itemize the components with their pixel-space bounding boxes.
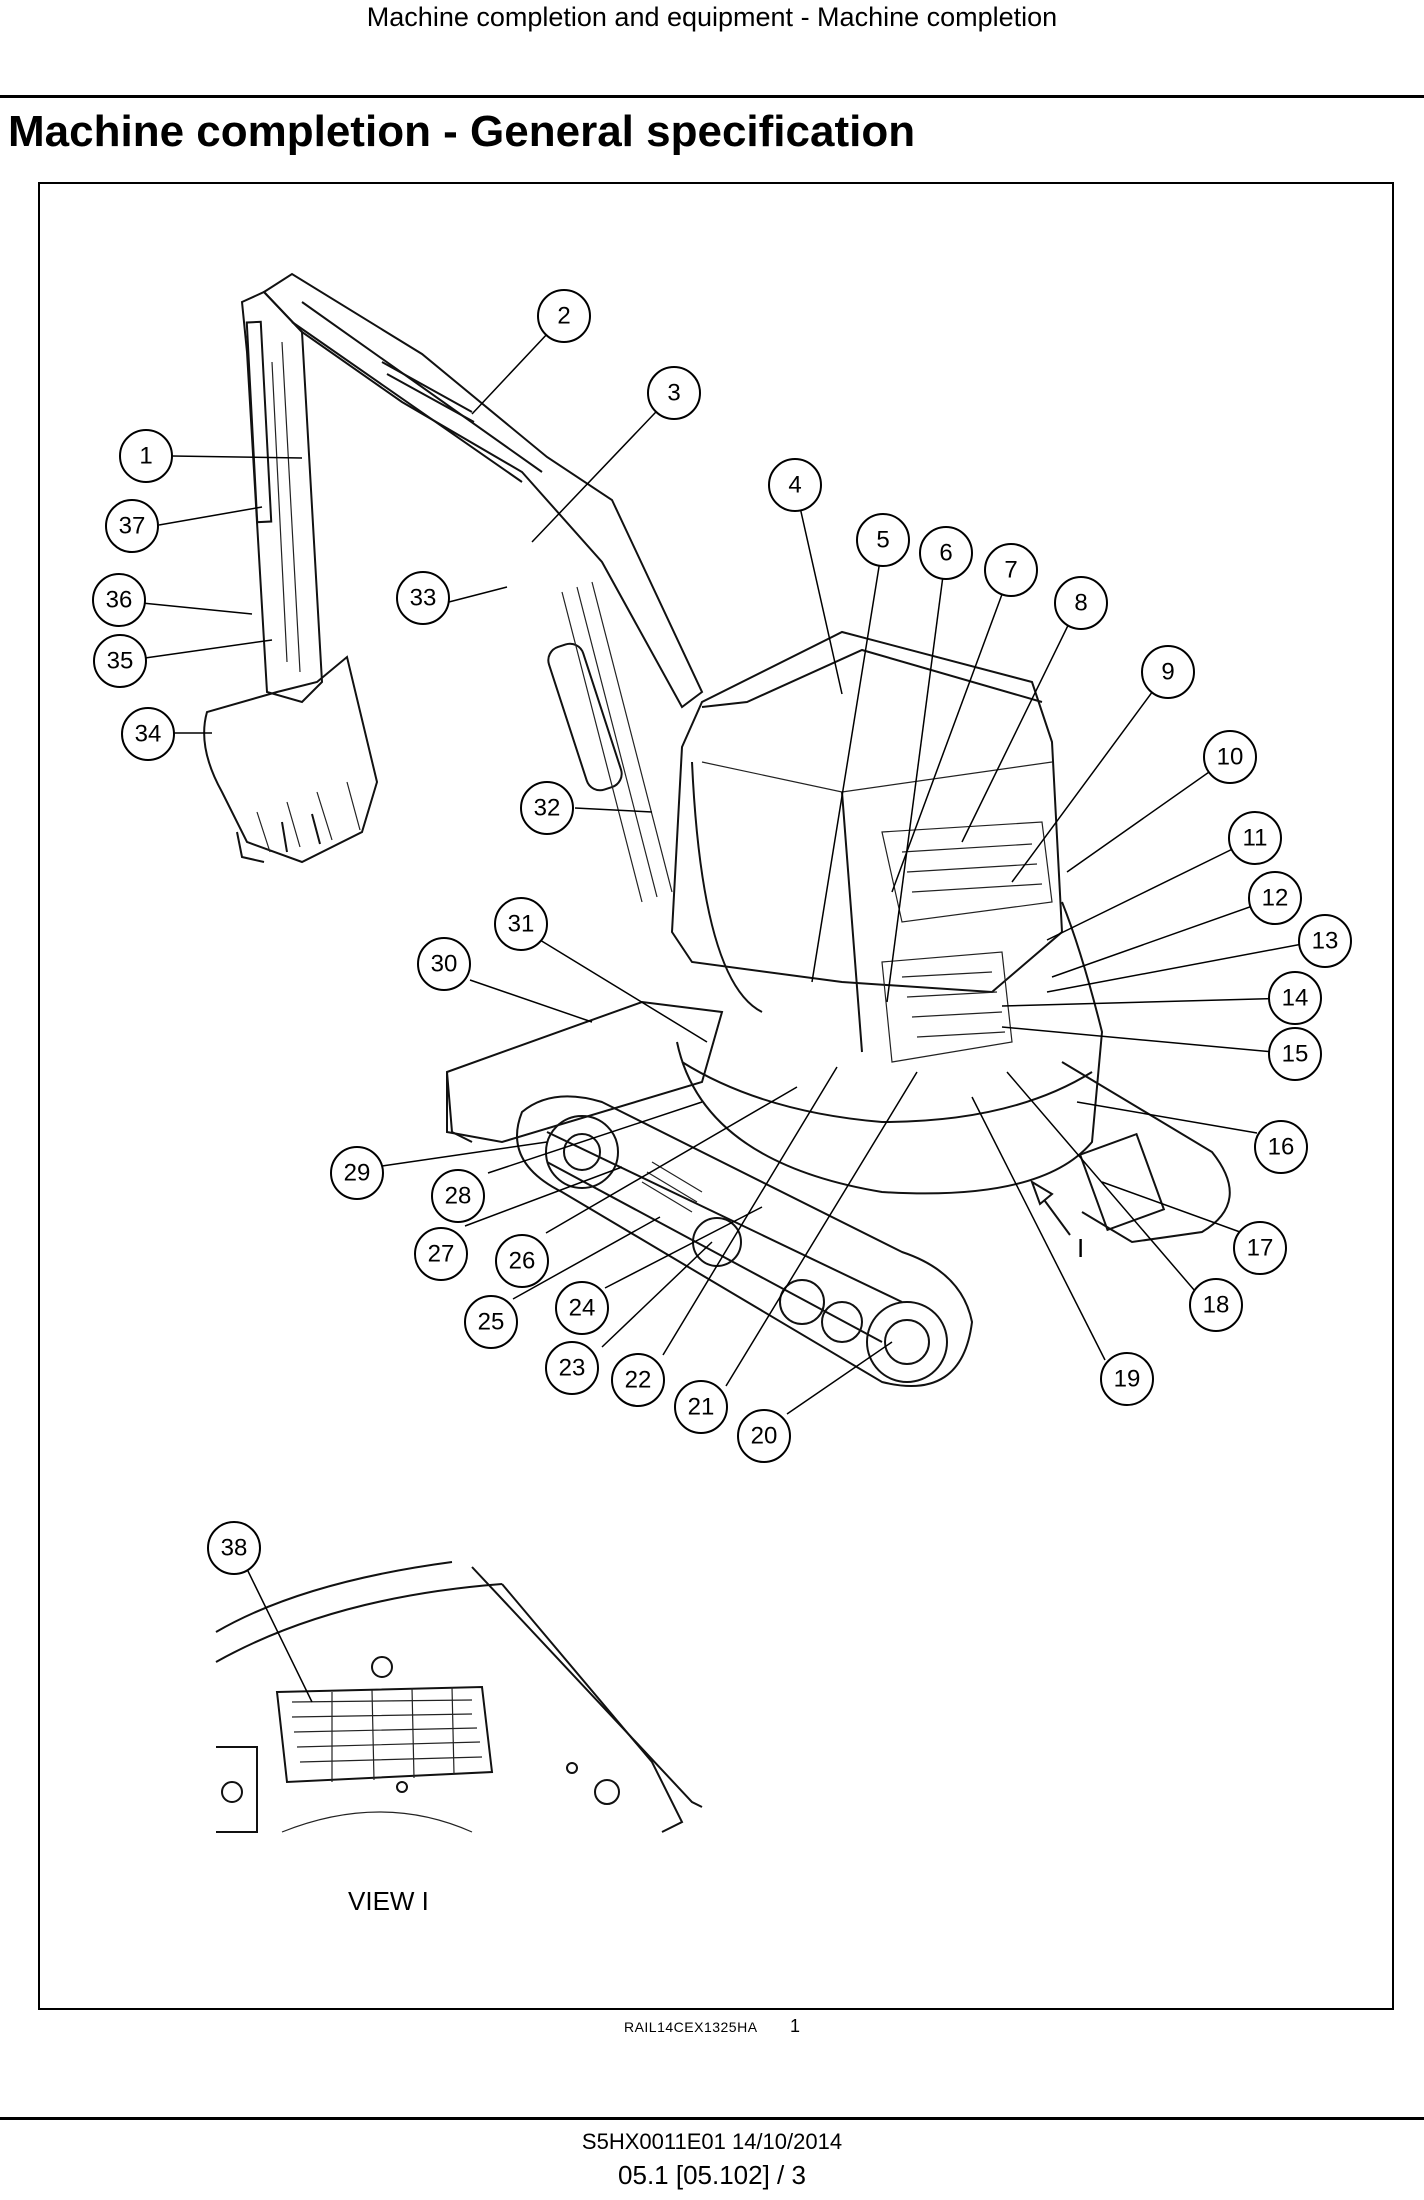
svg-text:5: 5 bbox=[876, 527, 889, 554]
figure-frame: I VIEW I bbox=[38, 182, 1394, 2010]
callout-13: 13 bbox=[1298, 914, 1352, 968]
callout-31: 31 bbox=[494, 897, 548, 951]
svg-text:32: 32 bbox=[534, 795, 561, 822]
view-label: VIEW I bbox=[348, 1886, 429, 1916]
callout-35: 35 bbox=[93, 634, 147, 688]
callout-23: 23 bbox=[545, 1341, 599, 1395]
callout-17: 17 bbox=[1233, 1221, 1287, 1275]
svg-text:17: 17 bbox=[1247, 1235, 1274, 1262]
callout-7: 7 bbox=[984, 543, 1038, 597]
callout-8: 8 bbox=[1054, 576, 1108, 630]
callout-24: 24 bbox=[555, 1281, 609, 1335]
callout-16: 16 bbox=[1254, 1120, 1308, 1174]
callout-30: 30 bbox=[417, 937, 471, 991]
svg-text:27: 27 bbox=[428, 1241, 455, 1268]
svg-text:18: 18 bbox=[1203, 1292, 1230, 1319]
callout-34: 34 bbox=[121, 707, 175, 761]
running-header: Machine completion and equipment - Machi… bbox=[366, 2, 1058, 32]
callout-25: 25 bbox=[464, 1295, 518, 1349]
svg-text:7: 7 bbox=[1004, 557, 1017, 584]
svg-text:25: 25 bbox=[478, 1309, 505, 1336]
svg-text:8: 8 bbox=[1074, 590, 1087, 617]
svg-text:36: 36 bbox=[106, 587, 133, 614]
callout-36: 36 bbox=[92, 573, 146, 627]
svg-text:34: 34 bbox=[135, 721, 162, 748]
callout-5: 5 bbox=[856, 513, 910, 567]
page-title: Machine completion - General specificati… bbox=[8, 107, 916, 156]
svg-text:33: 33 bbox=[410, 585, 437, 612]
svg-text:14: 14 bbox=[1282, 985, 1309, 1012]
footer-rule bbox=[0, 2117, 1424, 2120]
callout-21: 21 bbox=[674, 1380, 728, 1434]
figure-number: 1 bbox=[790, 2016, 801, 2036]
svg-text:19: 19 bbox=[1114, 1366, 1141, 1393]
callout-27: 27 bbox=[414, 1227, 468, 1281]
callout-4: 4 bbox=[768, 458, 822, 512]
callout-22: 22 bbox=[611, 1353, 665, 1407]
svg-text:28: 28 bbox=[445, 1183, 472, 1210]
callout-33: 33 bbox=[396, 571, 450, 625]
svg-text:16: 16 bbox=[1268, 1134, 1295, 1161]
svg-text:38: 38 bbox=[221, 1535, 248, 1562]
callout-2: 2 bbox=[537, 289, 591, 343]
svg-text:22: 22 bbox=[625, 1367, 652, 1394]
callout-20: 20 bbox=[737, 1409, 791, 1463]
callout-3: 3 bbox=[647, 366, 701, 420]
svg-text:13: 13 bbox=[1312, 928, 1339, 955]
callout-14: 14 bbox=[1268, 971, 1322, 1025]
excavator-drawing: I VIEW I bbox=[203, 272, 1231, 1916]
callout-28: 28 bbox=[431, 1169, 485, 1223]
leader-lines bbox=[141, 315, 1314, 1703]
figure-caption: RAIL14CEX1325HA 1 bbox=[0, 2016, 1424, 2037]
page-number: 05.1 [05.102] / 3 bbox=[618, 2160, 806, 2190]
header-rule bbox=[0, 95, 1424, 98]
svg-text:20: 20 bbox=[751, 1423, 778, 1450]
svg-text:6: 6 bbox=[939, 540, 952, 567]
callout-6: 6 bbox=[919, 526, 973, 580]
svg-text:26: 26 bbox=[509, 1248, 536, 1275]
callout-12: 12 bbox=[1248, 871, 1302, 925]
excavator-illustration: I VIEW I bbox=[92, 272, 1352, 1916]
svg-text:21: 21 bbox=[688, 1394, 715, 1421]
callout-18: 18 bbox=[1189, 1278, 1243, 1332]
document-id: S5HX0011E01 14/10/2014 bbox=[581, 2129, 843, 2154]
svg-text:24: 24 bbox=[569, 1295, 596, 1322]
callout-29: 29 bbox=[330, 1146, 384, 1200]
svg-text:37: 37 bbox=[119, 513, 146, 540]
svg-text:31: 31 bbox=[508, 911, 535, 938]
svg-text:11: 11 bbox=[1243, 825, 1268, 852]
callout-26: 26 bbox=[495, 1234, 549, 1288]
callout-10: 10 bbox=[1203, 730, 1257, 784]
callout-15: 15 bbox=[1268, 1027, 1322, 1081]
callout-9: 9 bbox=[1141, 645, 1195, 699]
figure-reference: RAIL14CEX1325HA bbox=[623, 2019, 758, 2035]
svg-text:23: 23 bbox=[559, 1355, 586, 1382]
svg-text:10: 10 bbox=[1217, 744, 1244, 771]
callout-1: 1 bbox=[119, 429, 173, 483]
callout-37: 37 bbox=[105, 499, 159, 553]
svg-text:4: 4 bbox=[788, 472, 801, 499]
callout-32: 32 bbox=[520, 781, 574, 835]
svg-text:35: 35 bbox=[107, 648, 134, 675]
callout-19: 19 bbox=[1100, 1352, 1154, 1406]
view-arrow-label: I bbox=[1077, 1233, 1084, 1263]
svg-text:9: 9 bbox=[1161, 659, 1174, 686]
callout-11: 11 bbox=[1228, 811, 1282, 865]
svg-text:2: 2 bbox=[557, 303, 570, 330]
svg-text:1: 1 bbox=[139, 443, 152, 470]
svg-text:30: 30 bbox=[431, 951, 458, 978]
svg-text:29: 29 bbox=[344, 1160, 371, 1187]
svg-text:15: 15 bbox=[1282, 1041, 1309, 1068]
callout-38: 38 bbox=[207, 1521, 261, 1575]
svg-text:12: 12 bbox=[1262, 885, 1289, 912]
svg-text:3: 3 bbox=[667, 380, 680, 407]
